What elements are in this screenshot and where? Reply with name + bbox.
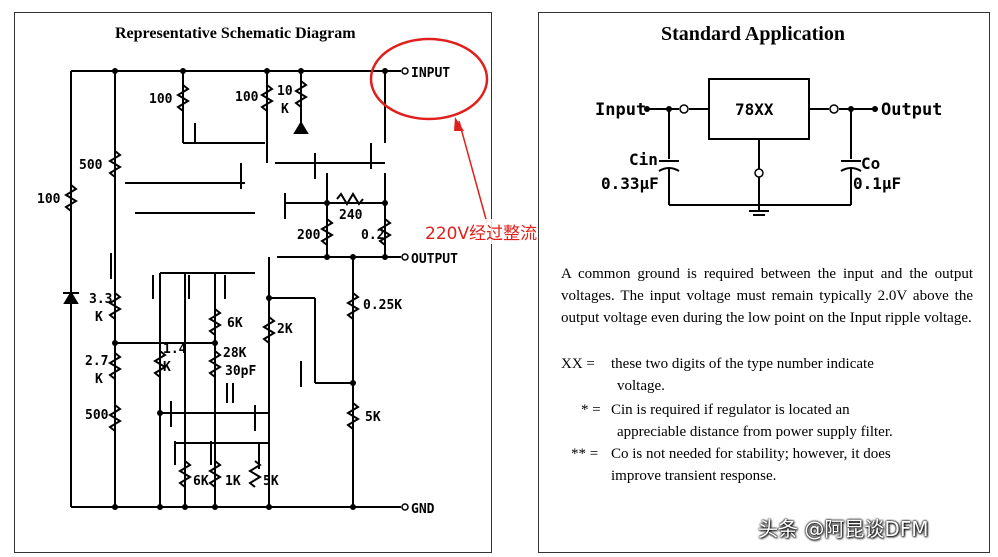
- note-star-text2: appreciable distance from power supply f…: [617, 424, 893, 440]
- note-dstar-text2: improve transient response.: [611, 468, 777, 484]
- label-r240: 240: [339, 208, 363, 223]
- note-xx-text1: these two digits of the type number indi…: [611, 356, 874, 372]
- resistor-240: [336, 192, 364, 206]
- label-r100c: 100: [37, 192, 61, 207]
- input-connector: [679, 104, 689, 114]
- resistor-28k: [208, 350, 222, 378]
- label-r28k: 28K: [223, 346, 247, 361]
- label-r500b: 500: [85, 408, 109, 423]
- resistor-1k: [208, 460, 222, 488]
- resistor-200: [320, 218, 334, 246]
- label-r5k: 5K: [365, 410, 381, 425]
- label-r500a: 500: [79, 158, 103, 173]
- resistor-2k: [262, 316, 276, 344]
- resistor-6kb: [178, 460, 192, 488]
- output-connector: [829, 104, 839, 114]
- resistor-14k: [153, 350, 167, 378]
- resistor-100b: [260, 84, 274, 112]
- annotation-arrow-head: [454, 117, 464, 131]
- label-r100b: 100: [235, 90, 259, 105]
- label-r14k-unit: K: [163, 360, 171, 375]
- label-input: INPUT: [411, 66, 450, 81]
- label-r33k-unit: K: [95, 310, 103, 325]
- label-r1k: 1K: [225, 474, 241, 489]
- gnd-terminal: [401, 503, 409, 511]
- label-r14k: 1.4: [163, 342, 187, 357]
- resistor-10k: [294, 80, 308, 108]
- resistor-33k: [108, 292, 122, 320]
- app-label-ic: 78XX: [735, 100, 774, 119]
- schematic-panel: Representative Schematic Diagram: [14, 12, 492, 553]
- note-dstar-key: ** =: [571, 446, 599, 462]
- app-label-co: Co: [861, 154, 880, 173]
- label-r10k-unit: K: [281, 102, 289, 117]
- application-panel: Standard Application: [538, 12, 990, 553]
- label-r6k: 6K: [227, 316, 243, 331]
- app-label-output: Output: [881, 100, 942, 120]
- label-c30pf: 30pF: [225, 364, 256, 379]
- note-xx-text2: voltage.: [617, 378, 665, 394]
- application-paragraph: A common ground is required between the …: [561, 266, 973, 326]
- input-highlight-circle: [369, 37, 489, 121]
- annotation-arrow-line: [458, 120, 488, 224]
- resistor-500a: [108, 150, 122, 178]
- app-label-cin: Cin: [629, 150, 658, 169]
- zener-diode-top: [293, 121, 309, 134]
- label-r27k-unit: K: [95, 372, 103, 387]
- app-label-input: Input: [595, 100, 646, 120]
- label-r2k: 2K: [277, 322, 293, 337]
- ic-ground-pin: [754, 168, 764, 178]
- label-r200: 200: [297, 228, 321, 243]
- label-r025k: 0.25K: [363, 298, 402, 313]
- label-r02: 0.2: [361, 228, 384, 243]
- label-r100a: 100: [149, 92, 173, 107]
- input-terminal: [401, 67, 409, 75]
- application-circuit: Input Output 78XX Cin 0.33µF Co 0.1µF: [595, 78, 942, 216]
- resistor-100a: [176, 84, 190, 112]
- resistor-27k: [108, 352, 122, 380]
- label-r10k: 10: [277, 84, 293, 99]
- resistor-5k: [346, 402, 360, 430]
- label-r6kb: 6K: [193, 474, 209, 489]
- label-r5kb: 5K: [263, 474, 279, 489]
- cin-plate-bottom: [658, 167, 680, 172]
- label-output: OUTPUT: [411, 252, 458, 267]
- schematic-diagram: INPUT OUTPUT GND 100 100 10 K 500 100 24…: [37, 37, 489, 517]
- application-title: Standard Application: [661, 23, 845, 45]
- app-label-co-value: 0.1µF: [853, 174, 901, 193]
- note-star-key: * =: [581, 402, 601, 418]
- note-dstar-text1: Co is not needed for stability; however,…: [611, 446, 891, 462]
- note-star-text1: Cin is required if regulator is located …: [611, 402, 850, 418]
- resistor-500b: [108, 404, 122, 432]
- output-terminal: [401, 253, 409, 261]
- label-r33k: 3.3: [89, 292, 112, 307]
- label-r27k: 2.7: [85, 354, 108, 369]
- resistor-025k: [346, 292, 360, 320]
- app-label-cin-value: 0.33µF: [601, 174, 659, 193]
- resistor-6k: [208, 308, 222, 336]
- schematic-title: Representative Schematic Diagram: [115, 25, 356, 42]
- co-plate-bottom: [840, 167, 862, 172]
- watermark: 头条 @阿昆谈DFM: [758, 517, 929, 541]
- resistor-02: [378, 218, 392, 246]
- zener-diode: [63, 291, 79, 304]
- resistor-100c: [64, 184, 78, 212]
- note-xx-key: XX =: [561, 356, 595, 372]
- label-gnd: GND: [411, 502, 435, 517]
